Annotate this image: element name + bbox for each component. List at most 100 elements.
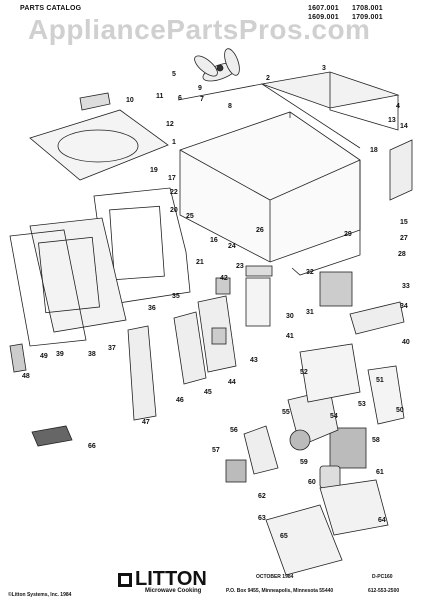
switch-part [215, 277, 231, 295]
fan-blade-part [194, 48, 240, 82]
callout-label: 8 [228, 103, 232, 110]
grille-part [31, 425, 73, 447]
callout-label: 19 [150, 167, 158, 174]
callout-labels: 1 2 3 4 5 6 7 8 9 10 11 12 13 14 15 16 1… [22, 65, 410, 540]
bracket-part [245, 277, 271, 327]
callout-label: 33 [402, 283, 410, 290]
brand-logo: LITTON [118, 568, 207, 591]
callout-label: 34 [400, 303, 408, 310]
callout-label: 24 [228, 243, 236, 250]
callout-label: 46 [176, 397, 184, 404]
callout-label: 48 [22, 373, 30, 380]
callout-label: 62 [258, 493, 266, 500]
company-address: P.O. Box 9455, Minneapolis, Minnesota 55… [226, 588, 334, 594]
callout-label: 54 [330, 413, 338, 420]
callout-label: 13 [388, 117, 396, 124]
callout-label: 44 [228, 379, 236, 386]
model-number: 1607.001 [308, 5, 339, 12]
callout-label: 38 [88, 351, 96, 358]
model-number: 1609.001 [308, 14, 339, 21]
callout-label: 50 [396, 407, 404, 414]
callout-label: 36 [148, 305, 156, 312]
model-number: 1709.001 [352, 14, 383, 21]
control-panel-part [389, 139, 413, 201]
callout-label: 35 [172, 293, 180, 300]
callout-label: 10 [126, 97, 134, 104]
watermark: AppliancePartsPros.com [28, 14, 371, 45]
copyright: ©Litton Systems, Inc. 1984 [8, 592, 72, 598]
callout-label: 51 [376, 377, 384, 384]
callout-label: 28 [398, 251, 406, 258]
cover-part [79, 92, 111, 111]
base-plate-part [319, 479, 389, 536]
callout-label: 5 [172, 71, 176, 78]
waveguide-part [349, 301, 405, 335]
duct-part [367, 365, 405, 425]
callout-label: 16 [210, 237, 218, 244]
model-number: 1708.001 [352, 5, 383, 12]
motor-part [225, 459, 247, 483]
callout-label: 26 [256, 227, 264, 234]
switch-part [211, 327, 227, 345]
magnetron-part [319, 271, 353, 307]
document-id: D-PC160 [372, 574, 393, 580]
turntable-ring-part [57, 129, 139, 163]
callout-label: 65 [280, 533, 288, 540]
callout-label: 2 [266, 75, 270, 82]
callout-label: 1 [172, 139, 176, 146]
callout-label: 59 [300, 459, 308, 466]
callout-label: 7 [200, 96, 204, 103]
callout-label: 15 [400, 219, 408, 226]
phone-number: 612-553-2500 [368, 588, 400, 594]
side-panel-part [291, 160, 361, 276]
fuse-part [245, 265, 273, 277]
capacitor-part [319, 465, 341, 489]
callout-label: 60 [308, 479, 316, 486]
callout-label: 14 [400, 123, 408, 130]
callout-label: 53 [358, 401, 366, 408]
callout-label: 41 [286, 333, 294, 340]
callout-label: 3 [322, 65, 326, 72]
callout-label: 12 [166, 121, 174, 128]
catalog-title: PARTS CATALOG [20, 5, 82, 12]
callout-label: 56 [230, 427, 238, 434]
fan-motor-part [243, 425, 279, 475]
callout-label: 61 [376, 469, 384, 476]
callout-label: 47 [142, 419, 150, 426]
callout-label: 23 [236, 263, 244, 270]
callout-label: 25 [186, 213, 194, 220]
callout-label: 27 [400, 235, 408, 242]
callout-label: 17 [168, 175, 176, 182]
callout-label: 49 [40, 353, 48, 360]
duct-part [299, 343, 361, 403]
transformer-part [329, 427, 367, 469]
callout-label: 30 [286, 313, 294, 320]
callout-label: 66 [88, 443, 96, 450]
callout-label: 11 [156, 93, 164, 100]
callout-label: 55 [282, 409, 290, 416]
callout-label: 58 [372, 437, 380, 444]
callout-label: 64 [378, 517, 386, 524]
callout-label: 63 [258, 515, 266, 522]
door-part [29, 217, 127, 333]
callout-label: 42 [220, 275, 228, 282]
callout-label: 43 [250, 357, 258, 364]
callout-label: 45 [204, 389, 212, 396]
logo-mark-icon [118, 572, 132, 587]
callout-label: 32 [306, 269, 314, 276]
callout-label: 18 [370, 147, 378, 154]
callout-label: 52 [300, 369, 308, 376]
door-seal-part [9, 229, 87, 347]
handle-part [127, 325, 157, 421]
callout-label: 6 [178, 95, 182, 102]
callout-label: 29 [344, 231, 352, 238]
callout-label: 9 [198, 85, 202, 92]
callout-label: 22 [170, 189, 178, 196]
brand-subtitle: Microwave Cooking [145, 588, 202, 594]
brand-name: LITTON [135, 568, 207, 590]
latch-part [9, 343, 27, 373]
interlock-bracket-part [173, 311, 207, 385]
base-plate-part [265, 504, 343, 576]
callout-label: 31 [306, 309, 314, 316]
